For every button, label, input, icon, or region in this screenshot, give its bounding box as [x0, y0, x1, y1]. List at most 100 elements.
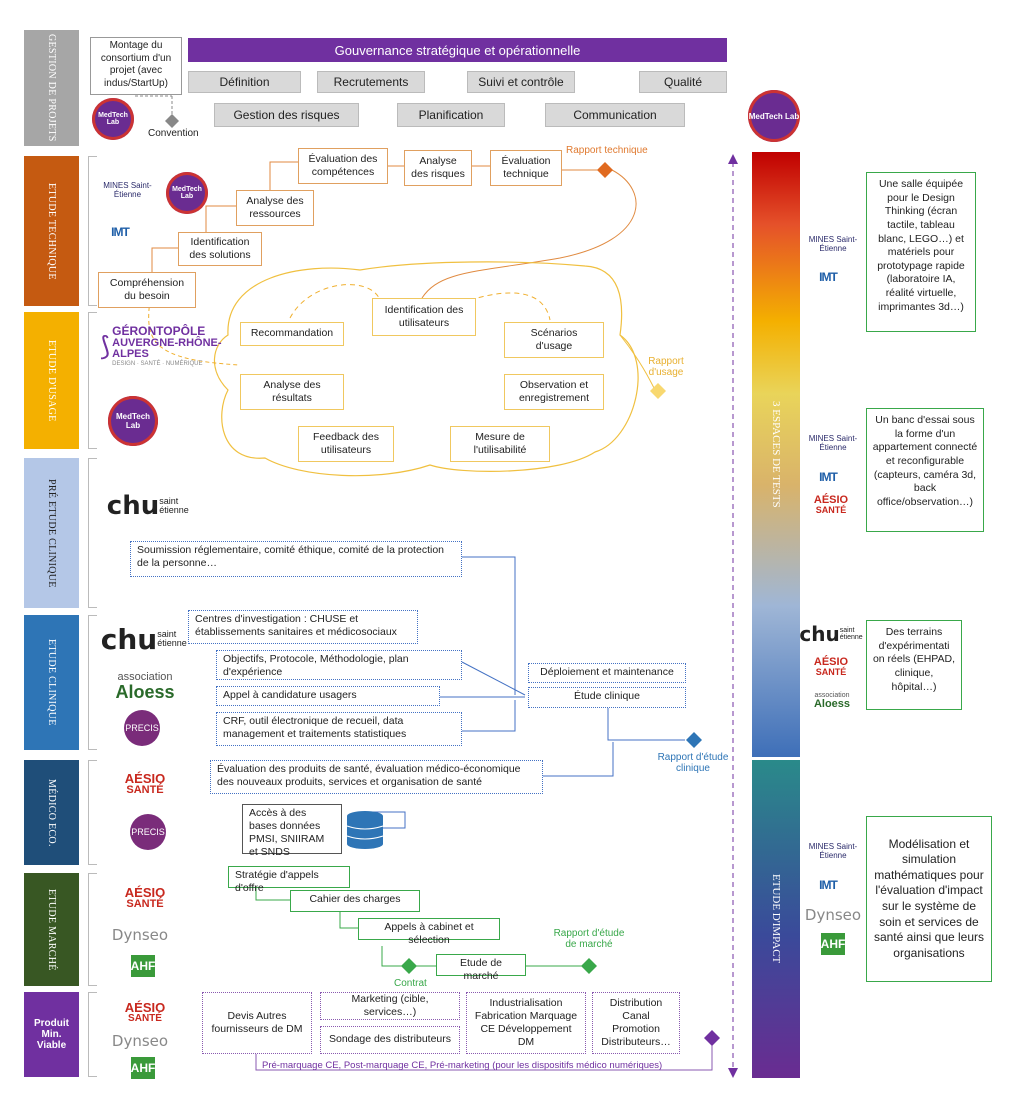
logo-text: SANTÉ	[126, 898, 164, 910]
acces-bases-box: Accès à des bases données PMSI, SNIIRAM …	[242, 804, 342, 858]
section-label: Etude technique	[46, 182, 57, 280]
bracket	[88, 312, 97, 449]
contrat-label: Contrat	[394, 978, 427, 989]
medtech-lab-logo: MedTech Lab	[166, 172, 208, 214]
bracket	[88, 156, 97, 306]
mines-logo: MINES Saint-Étienne	[808, 424, 858, 464]
logo-text: AÉSIO	[813, 494, 849, 506]
cahier-box: Cahier des charges	[290, 890, 420, 912]
logo-text: AHF	[131, 955, 155, 977]
gestion-item: Suivi et contrôle	[467, 71, 575, 93]
appel-box: Appel à candidature usagers	[216, 686, 440, 706]
appels-box: Appels à cabinet et sélection	[358, 918, 500, 946]
database-icon	[346, 811, 384, 849]
aesio-logo: AÉSIO SANTÉ	[100, 878, 190, 918]
evaluation-medico-box: Évaluation des produits de santé, évalua…	[210, 760, 543, 794]
milestone-diamond	[401, 958, 417, 974]
milestone-diamond	[686, 732, 702, 748]
gestion-item: Qualité	[639, 71, 727, 93]
identification-solutions-box: Identification des solutions	[178, 232, 262, 266]
analyse-ressources-box: Analyse des ressources	[236, 190, 314, 226]
recommandation-box: Recommandation	[240, 322, 344, 346]
espaces-tests-label: 3 espaces de tests	[770, 401, 782, 508]
sondage-box: Sondage des distributeurs	[320, 1026, 460, 1054]
soumission-box: Soumission réglementaire, comité éthique…	[130, 541, 462, 577]
etude-impact-label: Etude d'impact	[770, 874, 782, 964]
bracket	[88, 760, 97, 865]
note-design-thinking: Une salle équipée pour le Design Thinkin…	[866, 172, 976, 332]
gestion-item: Gestion des risques	[214, 103, 359, 127]
logo-text: MINES Saint-Étienne	[808, 235, 858, 253]
logo-text: IMT	[819, 470, 838, 484]
gestion-item: Communication	[545, 103, 685, 127]
mesure-box: Mesure de l'utilisabilité	[450, 426, 550, 462]
milestone-diamond	[597, 162, 613, 178]
convention-label: Convention	[148, 128, 199, 139]
centres-box: Centres d'investigation : CHUSE et établ…	[188, 610, 418, 644]
section-bar-medicoeco: Médico eco.	[24, 760, 79, 865]
aesio-logo: AÉSIO SANTÉ	[100, 764, 190, 804]
logo-text: MedTech Lab	[115, 412, 151, 430]
logo-text: AÉSIO	[124, 885, 166, 900]
strategie-box: Stratégie d'appels d'offre	[228, 866, 350, 894]
medtech-lab-logo: MedTech Lab	[108, 396, 158, 446]
dynseo-logo: Dynseo	[100, 924, 180, 946]
aesio-logo: AÉSIO SANTÉ	[804, 652, 858, 682]
section-label: Etude marché	[46, 888, 57, 971]
rapport-marche-label: Rapport d'étude de marché	[553, 928, 625, 950]
aesio-logo: AÉSIO SANTÉ	[804, 490, 858, 520]
mines-logo: MINES Saint-Étienne	[808, 225, 858, 265]
section-label: Etude d'usage	[46, 339, 57, 422]
section-bar-usage: Etude d'usage	[24, 312, 79, 449]
logo-text: MINES Saint-Étienne	[103, 180, 152, 199]
logo-text: chu	[799, 622, 840, 646]
milestone-diamond	[704, 1030, 720, 1046]
crf-box: CRF, outil électronique de recueil, data…	[216, 712, 462, 746]
logo-text: DESIGN · SANTÉ · NUMÉRIQUE	[112, 360, 203, 367]
logo-text: AÉSIO	[124, 999, 166, 1015]
section-label: Pré etude clinique	[46, 478, 57, 588]
dynseo-logo: Dynseo	[100, 1030, 180, 1052]
etude-clinique-box: Étude clinique	[528, 687, 686, 708]
section-label: Etude clinique	[46, 639, 57, 726]
logo-text: SANTÉ	[128, 1012, 162, 1024]
note-modelisation: Modélisation et simulation mathématiques…	[866, 816, 992, 982]
etude-marche-box: Etude de marché	[436, 954, 526, 982]
logo-text: Dynseo	[111, 1032, 169, 1050]
logo-text: saint étienne	[157, 629, 187, 648]
ahf-logo: AHF	[820, 932, 846, 956]
logo-text: IMT	[111, 225, 130, 239]
logo-text: MedTech Lab	[98, 112, 128, 126]
section-bar-clinique: Etude clinique	[24, 615, 79, 750]
espaces-tests-bar: 3 espaces de tests	[752, 152, 800, 757]
logo-text: PRECIS	[130, 814, 166, 850]
logo-text: AÉSIO	[813, 656, 849, 668]
mines-logo: MINES Saint-Étienne	[100, 163, 155, 218]
logo-text: MINES Saint-Étienne	[808, 434, 858, 452]
section-bar-pmv: Produit Min. Viable	[24, 992, 79, 1077]
logo-text: GÉRONTOPÔLE	[112, 324, 206, 338]
milestone-diamond	[165, 114, 179, 128]
aloess-logo: association Aloess	[100, 668, 190, 704]
gestion-item: Planification	[397, 103, 505, 127]
logo-text: IMT	[819, 878, 838, 892]
logo-text: AUVERGNE-RHÔNE-ALPES	[112, 336, 222, 361]
logo-text: AHF	[131, 1057, 155, 1079]
logo-text: IMT	[819, 270, 838, 284]
section-label: Médico eco.	[46, 778, 57, 847]
deploiement-box: Déploiement et maintenance	[528, 663, 686, 683]
imt-logo: IMT	[100, 222, 140, 242]
imt-logo: IMT	[808, 268, 848, 286]
bracket	[88, 873, 97, 986]
chu-logo: chu saint étienne	[100, 490, 200, 522]
ahf-logo: AHF	[130, 954, 156, 978]
gerontopole-mark-icon: ⟆	[100, 330, 111, 361]
section-bar-gestion: Gestion de projets	[24, 30, 79, 146]
distribution-box: Distribution Canal Promotion Distributeu…	[592, 992, 680, 1054]
milestone-diamond	[581, 958, 597, 974]
bracket	[88, 458, 97, 608]
logo-text: chu	[100, 622, 158, 656]
identification-utilisateurs-box: Identification des utilisateurs	[372, 298, 476, 336]
evaluation-technique-box: Évaluation technique	[490, 150, 562, 186]
